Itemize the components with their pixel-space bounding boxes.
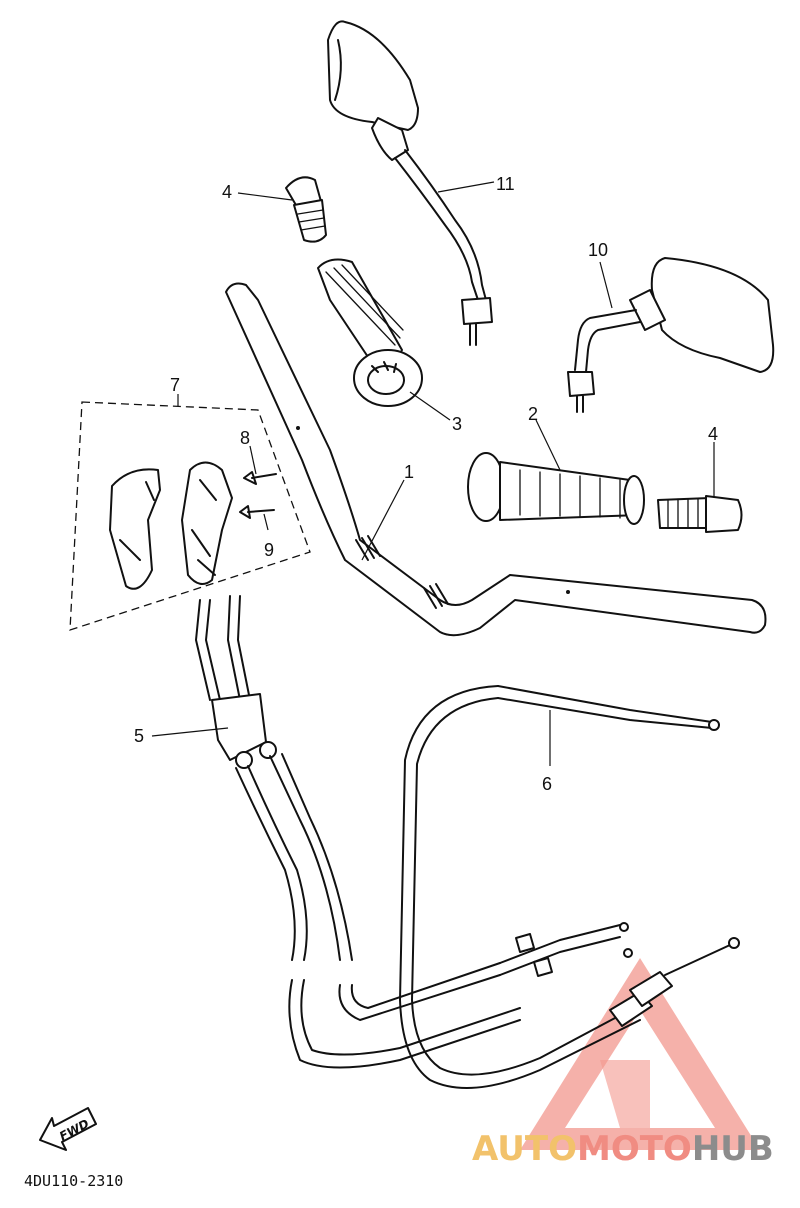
- callout-11: 11: [496, 174, 515, 194]
- grip-right: [467, 452, 645, 525]
- forward-arrow-icon: FWD: [39, 1107, 97, 1151]
- watermark-logo: [520, 958, 760, 1150]
- mirror-left: [327, 20, 493, 346]
- diagram-code: 4DU110-2310: [24, 1172, 123, 1190]
- watermark-auto: AUTO: [472, 1129, 577, 1169]
- throttle-housing-group: [69, 401, 311, 631]
- callout-6: 6: [542, 774, 552, 794]
- watermark-hub: HUB: [692, 1129, 774, 1169]
- grip-left: [317, 258, 423, 407]
- callout-4-right: 4: [708, 424, 718, 444]
- grip-end-upper: [285, 176, 327, 243]
- watermark-triangle: [520, 958, 760, 1150]
- clutch-cable: [399, 685, 740, 1089]
- callout-10: 10: [588, 240, 608, 260]
- callout-2: 2: [528, 404, 538, 424]
- callout-7: 7: [170, 375, 180, 395]
- callout-4-upper: 4: [222, 182, 232, 202]
- throttle-cable: [195, 595, 633, 1069]
- mirror-right: [567, 257, 775, 413]
- callout-labels: 1 2 3 4 4 5 6 7 8 9 10 11: [134, 174, 718, 794]
- callout-8: 8: [240, 428, 250, 448]
- callout-5: 5: [134, 726, 144, 746]
- watermark-text: AUTOMOTOHUB: [472, 1129, 774, 1169]
- grip-end-right: [657, 495, 743, 533]
- callout-3: 3: [452, 414, 462, 434]
- watermark-moto: MOTO: [577, 1129, 692, 1169]
- callout-9: 9: [264, 540, 274, 560]
- watermark-triangle-inner: [600, 1060, 650, 1128]
- callout-1: 1: [404, 462, 414, 482]
